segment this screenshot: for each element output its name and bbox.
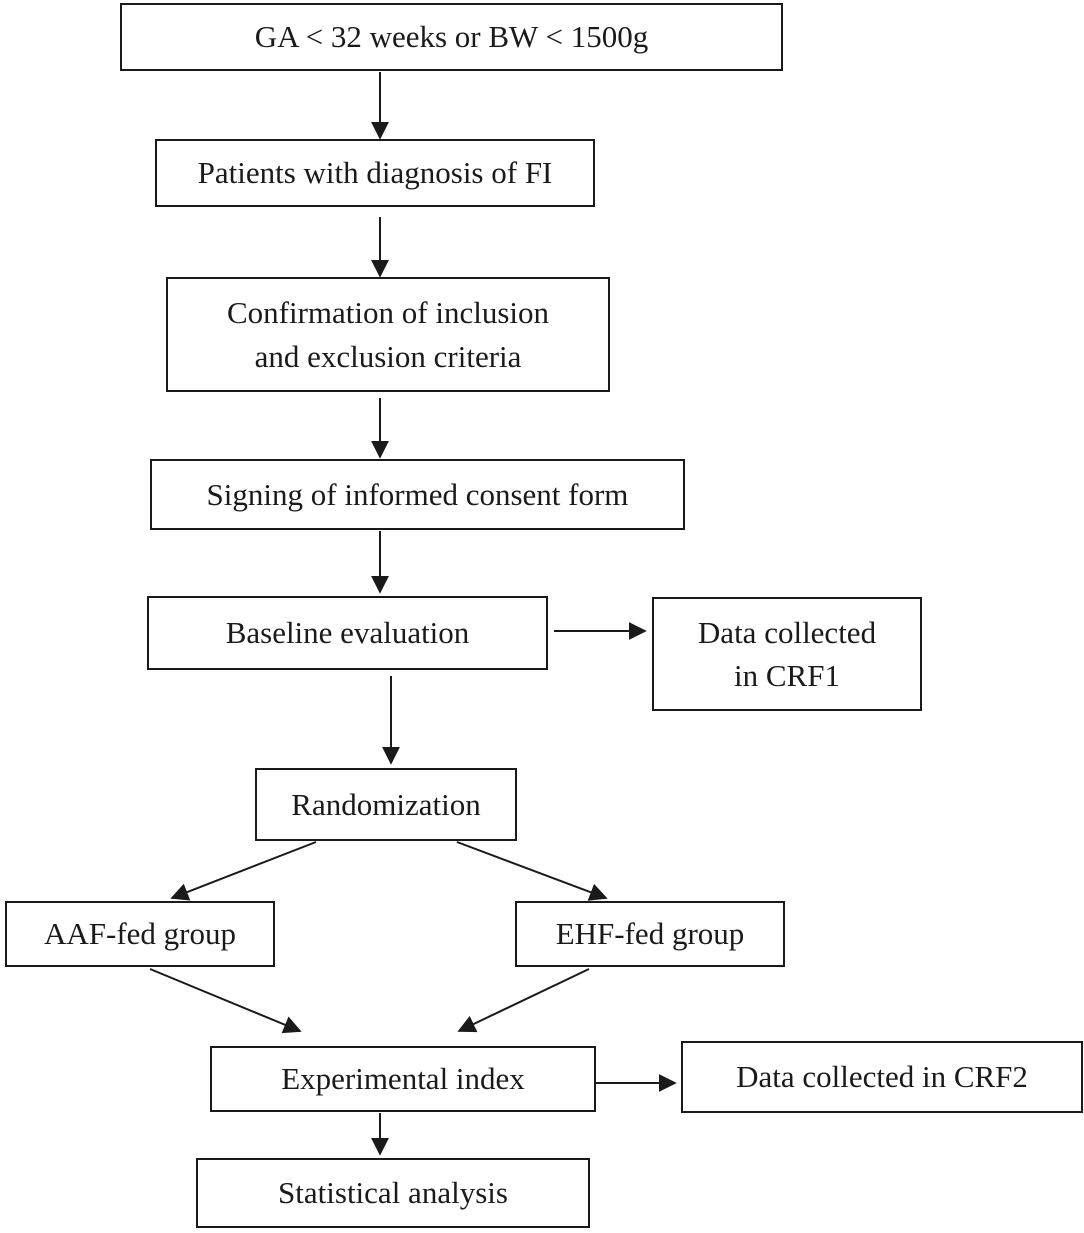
eligibility-label: GA < 32 weeks or BW < 1500g bbox=[254, 19, 649, 55]
experimental-index-label: Experimental index bbox=[281, 1061, 525, 1097]
arrow-randomization-to-aaf bbox=[170, 841, 317, 901]
baseline-box: Baseline evaluation bbox=[147, 596, 548, 670]
arrow-ehf-to-experimental bbox=[457, 968, 590, 1033]
ehf-group-box: EHF-fed group bbox=[515, 901, 785, 967]
aaf-group-box: AAF-fed group bbox=[5, 901, 275, 967]
arrow-randomization-to-ehf bbox=[456, 841, 608, 901]
randomization-label: Randomization bbox=[291, 786, 481, 822]
consent-label: Signing of informed consent form bbox=[206, 476, 629, 512]
crf1-label-line1: Data collected bbox=[697, 614, 877, 650]
aaf-group-label: AAF-fed group bbox=[44, 916, 236, 952]
consent-box: Signing of informed consent form bbox=[150, 459, 685, 530]
crf1-label-line2: in CRF1 bbox=[734, 658, 840, 693]
arrow-aaf-to-experimental bbox=[149, 968, 302, 1034]
criteria-box: Confirmation of inclusion and exclusion … bbox=[166, 277, 610, 392]
analysis-label: Statistical analysis bbox=[278, 1175, 508, 1211]
crf1-box: Data collected in CRF1 bbox=[652, 597, 922, 711]
diagnosis-label: Patients with diagnosis of FI bbox=[197, 155, 553, 191]
crf2-label: Data collected in CRF2 bbox=[736, 1059, 1028, 1095]
eligibility-box: GA < 32 weeks or BW < 1500g bbox=[120, 3, 783, 71]
crf2-box: Data collected in CRF2 bbox=[681, 1041, 1083, 1113]
ehf-group-label: EHF-fed group bbox=[555, 916, 745, 952]
experimental-index-box: Experimental index bbox=[210, 1046, 596, 1112]
criteria-label-line1: Confirmation of inclusion bbox=[226, 295, 550, 331]
analysis-box: Statistical analysis bbox=[196, 1158, 590, 1228]
randomization-box: Randomization bbox=[255, 768, 517, 841]
diagnosis-box: Patients with diagnosis of FI bbox=[155, 139, 595, 207]
baseline-label: Baseline evaluation bbox=[225, 615, 470, 651]
criteria-label-line2: and exclusion criteria bbox=[254, 338, 522, 374]
